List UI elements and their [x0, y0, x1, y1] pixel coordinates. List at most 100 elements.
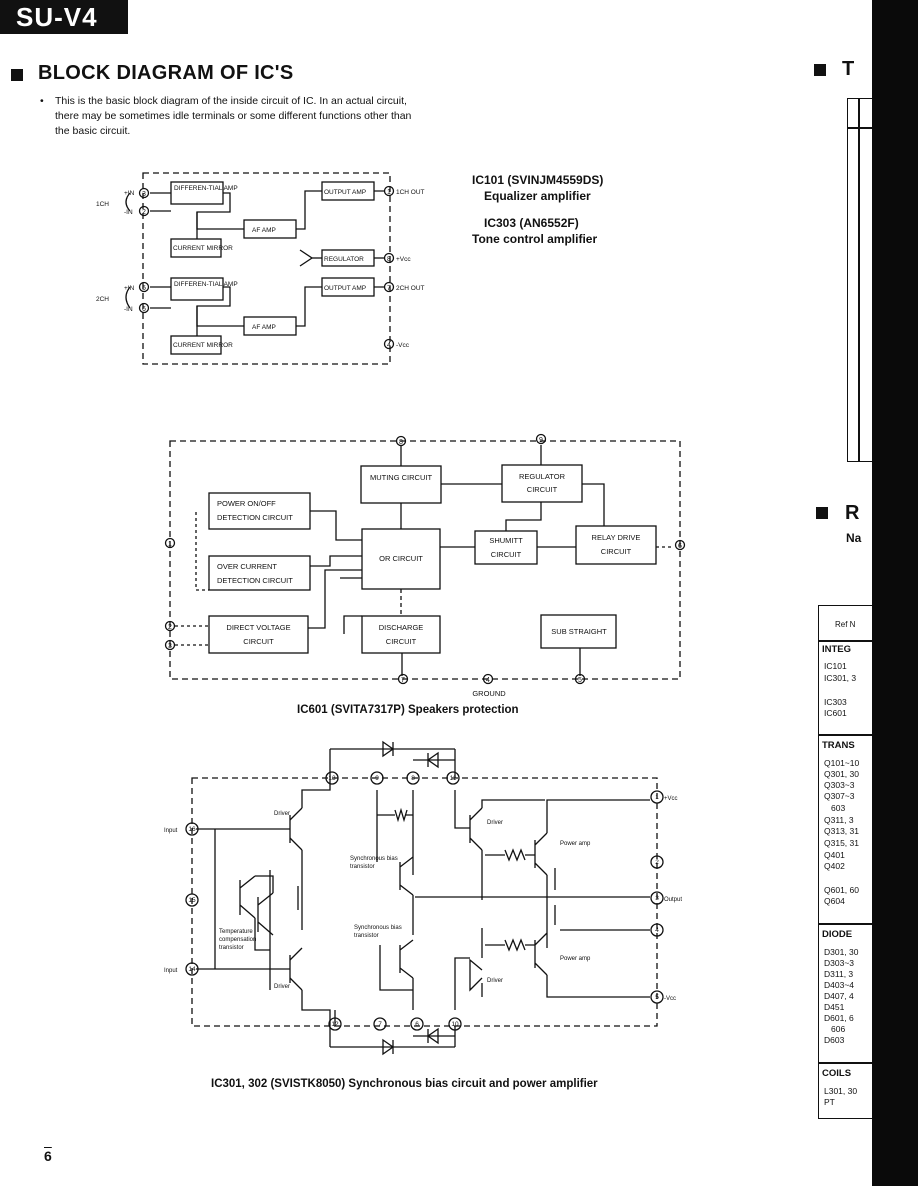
parts-row: IC601	[824, 708, 847, 718]
parts-row: Q101~10	[824, 758, 860, 768]
ic601-pin-3: 3	[168, 643, 172, 650]
ic301-outline	[191, 777, 658, 1027]
parts-row: IC303	[824, 697, 847, 707]
ic101-diff-amp-2-label: DIFFEREN-TIAL AMP	[174, 281, 238, 288]
ic301-pin-2: 2	[655, 859, 659, 866]
ic101-pin-5: 5	[142, 285, 146, 292]
ic301-pin-10: 10	[451, 1021, 459, 1028]
ic301-output: Output	[664, 897, 682, 903]
ic601-pin-6: 6	[678, 543, 682, 550]
parts-row: Q301, 30	[824, 769, 859, 779]
ic101-1ch-label: 1CH	[96, 201, 109, 208]
parts-row: Q303~3	[824, 780, 855, 790]
ic101-desc: Equalizer amplifier	[484, 189, 591, 203]
ic601-discharge-block	[361, 615, 441, 654]
ic101-pin-2: 2	[142, 209, 146, 216]
r-section-na: Na	[846, 531, 862, 545]
ic101-plus-in-1: +IN	[124, 190, 135, 197]
ic601-ground-label: GROUND	[472, 689, 506, 698]
ic301-pin-16: 16	[188, 826, 196, 833]
parts-row: L301, 30	[824, 1086, 858, 1096]
ic301-driver-2: Driver	[274, 984, 290, 990]
ic101-cm-1-label: CURRENT MIRROR	[173, 245, 233, 252]
ic301-sync-bias-1: Synchronous bias transistor	[350, 856, 398, 870]
r-section-square	[816, 507, 828, 519]
ic301-pin-5: 5	[655, 994, 659, 1001]
ic303-desc: Tone control amplifier	[472, 232, 598, 246]
ic601-overcurrent-block	[208, 555, 311, 591]
parts-row: D451	[824, 1002, 845, 1012]
r-section-initial: R	[845, 502, 860, 524]
t-section-square	[814, 64, 826, 76]
ic101-2ch-out: 2CH OUT	[396, 285, 425, 292]
ic101-current-mirror-2	[170, 335, 222, 355]
ic101-vcc-plus: +Vcc	[396, 256, 411, 263]
section-diode: DIODE	[822, 929, 853, 940]
ic301-pin-9: 9	[375, 775, 379, 782]
parts-row: Q313, 31	[824, 826, 859, 836]
intro-note: • This is the basic block diagram of the…	[40, 94, 415, 139]
ic601-caption: IC601 (SVITA7317P) Speakers protection	[297, 704, 519, 716]
parts-row: D403~4	[824, 980, 855, 990]
ic601-pin-2: 2	[168, 624, 172, 631]
ic101-af-amp-2-label: AF AMP	[252, 324, 276, 331]
ic101-minus-in-2: -IN	[124, 306, 133, 313]
section-title: BLOCK DIAGRAM OF IC'S	[38, 62, 294, 84]
ic301-vcc-minus: -Vcc	[664, 996, 676, 1002]
parts-row: IC101	[824, 661, 847, 671]
ic601-overcurrent-label: OVER CURRENT DETECTION CIRCUIT	[217, 562, 293, 585]
section-bullet-square	[11, 69, 23, 81]
ic101-regulator-label: REGULATOR	[324, 256, 364, 263]
ic301-power-amp-1: Power amp	[560, 841, 591, 847]
ic301-pin-13: 13	[328, 775, 336, 782]
ic301-driver-1: Driver	[274, 811, 290, 817]
ic301-pin-12: 12	[331, 1021, 339, 1028]
ic101-pin-3: 3	[142, 191, 146, 198]
ic101-minus-in-1: -IN	[124, 209, 133, 216]
ic601-pin-4: 4	[486, 677, 490, 684]
ic101-af-amp-1-label: AF AMP	[252, 227, 276, 234]
ic601-outline	[169, 440, 681, 680]
ic301-input-1: Input	[164, 828, 178, 834]
parts-table-header: Ref N	[835, 620, 856, 629]
ic101-pin-8: 8	[387, 256, 391, 263]
ic301-pin-7: 7	[378, 1021, 382, 1028]
ic301-caption: IC301, 302 (SVISTK8050) Synchronous bias…	[211, 1078, 598, 1090]
t-section-table	[847, 98, 878, 462]
parts-row: PT	[824, 1097, 835, 1107]
parts-row: Q315, 31	[824, 838, 859, 848]
ic101-pin-7: 7	[387, 285, 391, 292]
ic601-relay-label: RELAY DRIVE CIRCUIT	[591, 533, 641, 556]
parts-row: Q311, 3	[824, 815, 854, 825]
parts-row: D601, 6	[824, 1013, 854, 1023]
parts-row: Q604	[824, 896, 845, 906]
ic101-plus-in-2: +IN	[124, 285, 135, 292]
ic301-sync-bias-2: Synchronous bias transistor	[354, 925, 402, 939]
parts-row: D603	[824, 1035, 845, 1045]
ic301-temp-comp: Temperature compensation transistor	[219, 929, 257, 951]
parts-row: 603	[831, 803, 846, 813]
ic101-diff-amp-2	[170, 277, 224, 301]
parts-row: IC301, 3	[824, 673, 857, 683]
ic601-pin-1: 1	[168, 541, 172, 548]
ic601-pin-5: 5	[578, 677, 582, 684]
ic101-diff-amp-1-label: DIFFEREN-TIAL AMP	[174, 185, 238, 192]
ic301-pin-6: 6	[415, 1021, 419, 1028]
right-scan-edge	[872, 0, 918, 1186]
parts-row: D301, 30	[824, 947, 859, 957]
ic601-sub-straight-block	[540, 614, 617, 649]
parts-table: Ref N INTEG IC101 IC301, 3 IC303 IC601 T…	[818, 605, 879, 1119]
ic301-pin-8: 8	[411, 775, 415, 782]
parts-row: D311, 3	[824, 969, 854, 979]
ic301-pin-4: 4	[655, 927, 659, 934]
parts-row: D407, 4	[824, 991, 854, 1001]
parts-row: Q601, 60	[824, 885, 859, 895]
ic101-pin-4: 4	[387, 342, 391, 349]
ic601-relay-drive-block	[575, 525, 657, 565]
ic101-current-mirror-1	[170, 238, 222, 258]
ic101-pin-1: 1	[387, 189, 391, 196]
section-coils: COILS	[822, 1068, 852, 1079]
ic601-regulator-label: REGULATOR CIRCUIT	[519, 472, 565, 494]
ic301-driver-4: Driver	[487, 978, 503, 984]
ic601-or-label: OR CIRCUIT	[379, 554, 423, 563]
